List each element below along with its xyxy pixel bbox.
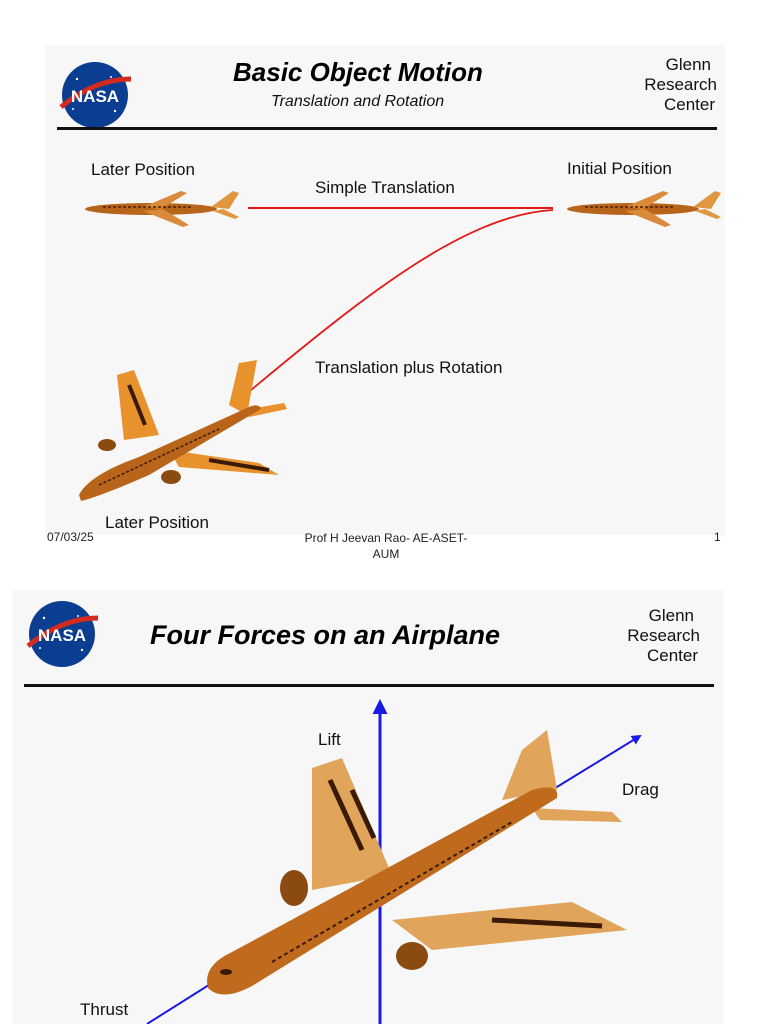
- label-lift: Lift: [318, 730, 341, 749]
- label-drag: Drag: [622, 780, 659, 799]
- center-name-line1: Glenn: [665, 55, 711, 74]
- nasa-logo-icon: NASA: [59, 62, 132, 128]
- slide-four-forces: NASA Four Forces on an Airplane Glenn Re…: [12, 590, 724, 1024]
- airplane-initial-position-icon: [567, 191, 721, 227]
- drag-arrow: [551, 734, 642, 791]
- title-rule: [24, 684, 714, 687]
- center-name-line2: Research: [627, 626, 700, 645]
- label-later-position-bottom: Later Position: [105, 513, 209, 532]
- title-rule: [57, 127, 717, 130]
- glenn-research-center: Glenn Research Center: [610, 606, 700, 666]
- center-name-line1: Glenn: [648, 606, 694, 625]
- center-name-line3: Center: [646, 646, 698, 665]
- nasa-logo-icon: NASA: [26, 601, 99, 667]
- svg-text:NASA: NASA: [38, 626, 86, 645]
- airplane-rotated-later-position-icon: [79, 360, 287, 501]
- slide-title: Basic Object Motion: [233, 57, 483, 87]
- svg-text:NASA: NASA: [71, 87, 119, 106]
- label-later-position-top: Later Position: [91, 160, 195, 179]
- rotation-path-line: [244, 209, 554, 396]
- label-translation-plus-rotation: Translation plus Rotation: [315, 358, 503, 377]
- label-simple-translation: Simple Translation: [315, 178, 455, 197]
- four-forces-diagram: [146, 699, 642, 1024]
- footer-author: Prof H Jeevan Rao- AE-ASET- AUM: [266, 530, 506, 562]
- footer-author-line1: Prof H Jeevan Rao- AE-ASET-: [304, 531, 468, 545]
- slide-title: Four Forces on an Airplane: [150, 620, 501, 650]
- label-thrust: Thrust: [80, 1000, 129, 1019]
- footer-date: 07/03/25: [47, 530, 94, 544]
- label-initial-position: Initial Position: [567, 159, 672, 178]
- footer-author-line2: AUM: [372, 547, 400, 561]
- center-name-line2: Research: [644, 75, 717, 94]
- motion-paths: [244, 207, 554, 396]
- slide-basic-object-motion: NASA Basic Object Motion Translation and…: [45, 45, 725, 535]
- thrust-arrow: [146, 982, 213, 1024]
- center-name-line3: Center: [663, 95, 715, 114]
- airplane-later-position-icon: [85, 191, 239, 227]
- glenn-research-center: Glenn Research Center: [629, 55, 717, 115]
- footer-page-number: 1: [714, 530, 721, 544]
- slide-subtitle: Translation and Rotation: [271, 93, 445, 110]
- airplane-icon: [207, 730, 627, 995]
